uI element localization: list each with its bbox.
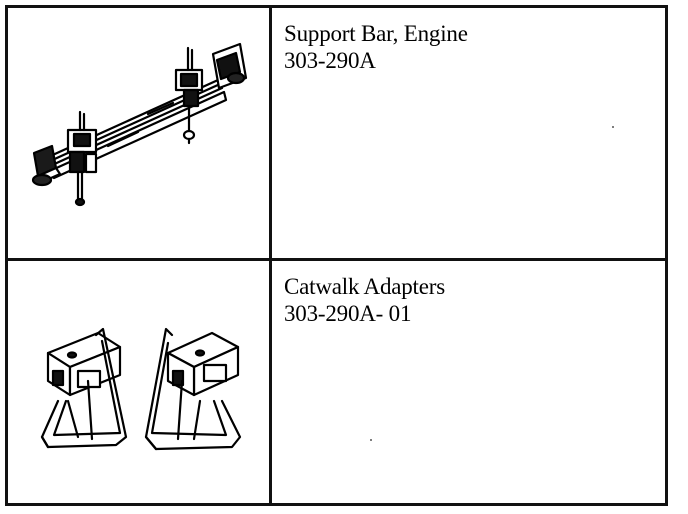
tool-name: Catwalk Adapters bbox=[284, 274, 445, 299]
scan-speck bbox=[370, 439, 372, 441]
support-bar-text-cell: Support Bar, Engine 303-290A bbox=[272, 8, 665, 261]
tool-number: 303-290A bbox=[284, 48, 376, 73]
catwalk-adapters-illustration bbox=[40, 327, 242, 451]
tool-number: 303-290A- 01 bbox=[284, 301, 412, 326]
catwalk-adapters-text-cell: Catwalk Adapters 303-290A- 01 bbox=[272, 261, 665, 503]
engine-support-bar-illustration bbox=[31, 42, 248, 207]
catwalk-adapters-image-cell bbox=[8, 261, 272, 503]
tool-name: Support Bar, Engine bbox=[284, 21, 468, 46]
special-tools-table: Support Bar, Engine 303-290A bbox=[5, 5, 668, 506]
support-bar-image-cell bbox=[8, 8, 272, 261]
scan-speck bbox=[612, 126, 614, 128]
